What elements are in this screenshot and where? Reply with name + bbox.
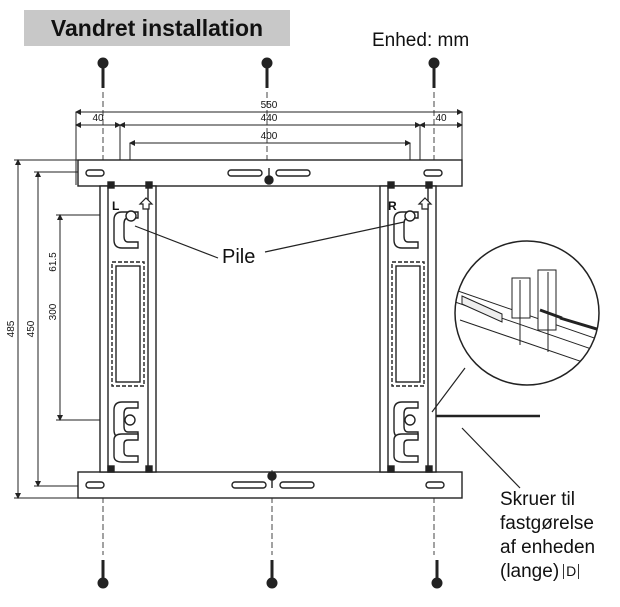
left-side-label: L [112,199,119,213]
callout-line-4: (lange)D [500,560,595,584]
callout-line-1: Skruer til [500,489,575,510]
dim-400-label: 400 [261,131,278,142]
dim-40-right-label: 40 [435,113,447,124]
dim-300-label: 300 [48,303,59,320]
vertical-dimension-labels: 485 450 300 61.5 [6,252,59,338]
horizontal-dimension-lines [75,109,463,185]
side-markers: L R [112,197,433,213]
dim-450-label: 450 [26,320,37,337]
screw-icon [428,57,440,88]
arrow-up-icon [138,197,154,210]
screw-icon [431,560,443,589]
zoom-detail [431,240,600,413]
part-d-badge: D [563,564,580,579]
arrow-label: Pile [222,246,256,268]
callout-line-3: af enheden [500,537,596,558]
horizontal-dimension-labels: 550 440 40 40 400 [92,100,447,142]
page-title: Vandret installation [50,14,264,41]
callout-line-2: fastgørelse [500,513,594,534]
screws-top [97,57,440,88]
title-banner: Vandret installation [24,10,290,46]
screw-icon [97,57,109,88]
hooks [107,181,433,473]
dim-485-label: 485 [6,320,17,337]
screw-icon [97,560,109,589]
arrow-up-icon [417,197,433,210]
pile-leader-lines [134,221,405,259]
vertical-arms [99,185,437,473]
dim-40-left-label: 40 [92,113,104,124]
screw-icon [266,560,278,589]
callout-leaders [436,414,540,489]
unit-label: Enhed: mm [372,30,470,51]
wall-bracket-frame [77,159,463,499]
dim-550-label: 550 [261,100,278,111]
dim-615-label: 61.5 [48,252,59,272]
dim-440-label: 440 [261,113,278,124]
right-side-label: R [388,199,397,213]
screws-bottom [97,560,443,589]
screw-icon [261,57,273,88]
callout-line-4-text: (lange) [500,561,560,582]
screw-callout: Skruer til fastgørelse af enheden (lange… [500,488,595,584]
